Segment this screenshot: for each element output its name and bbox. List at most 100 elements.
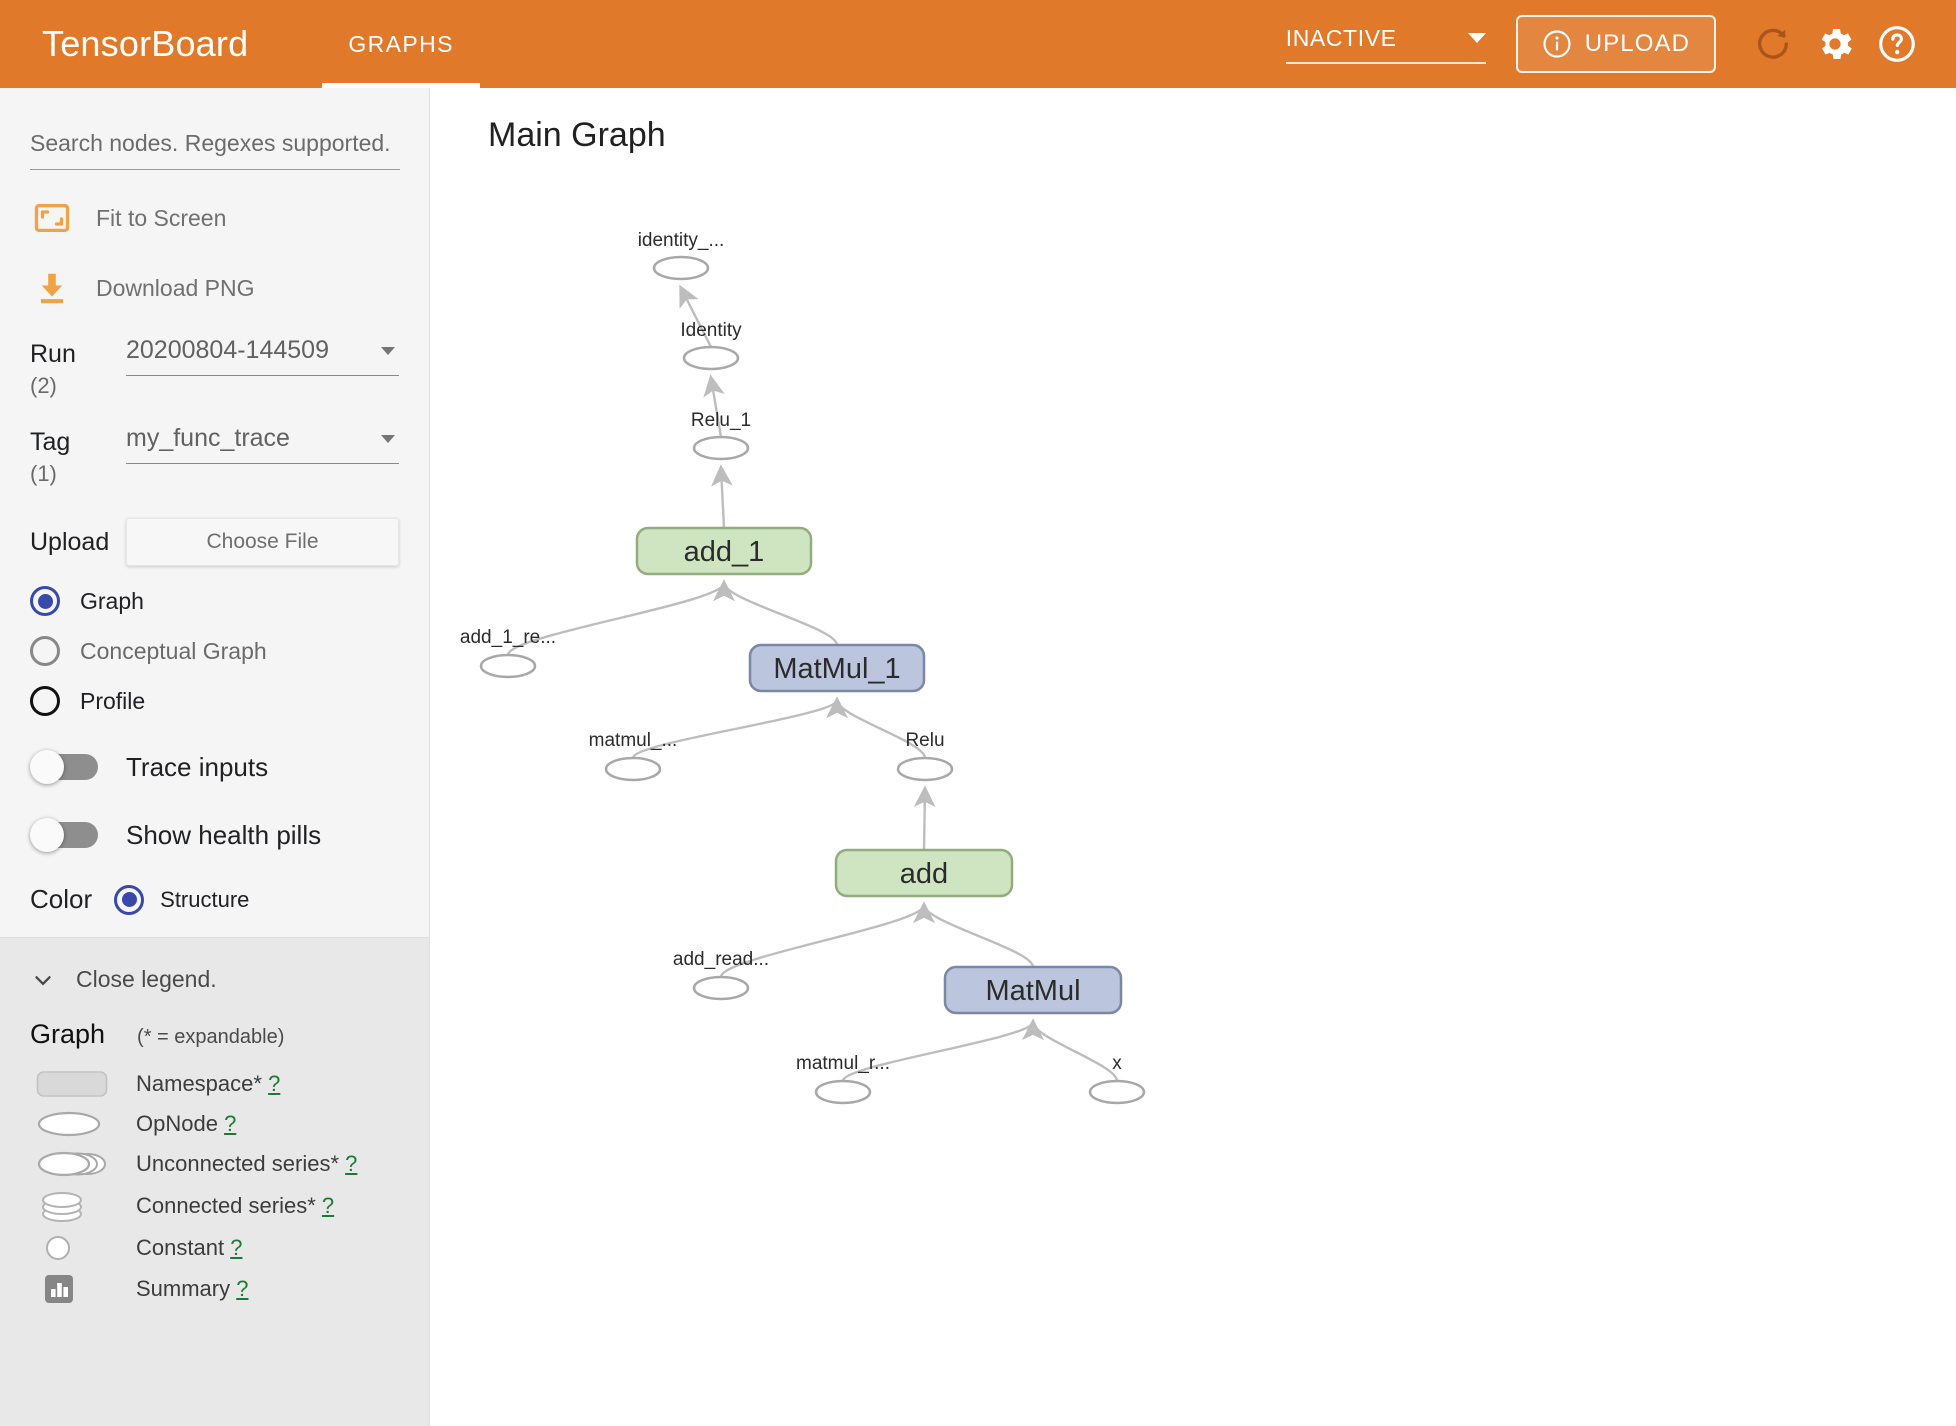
help-link[interactable]: ? <box>236 1276 249 1302</box>
legend-item-unconnected-series: Unconnected series* ? <box>30 1148 399 1180</box>
search-input[interactable] <box>30 124 400 170</box>
legend-item-constant: Constant ? <box>30 1232 399 1264</box>
chevron-down-icon <box>381 434 395 443</box>
help-link[interactable]: ? <box>268 1071 281 1097</box>
graph-node-label: MatMul <box>985 975 1080 1007</box>
help-link[interactable]: ? <box>321 1193 335 1219</box>
graph-edge <box>679 284 713 348</box>
legend-item-label: Constant ? <box>136 1235 243 1261</box>
graph-node[interactable]: x <box>1088 1053 1146 1105</box>
graph-edge <box>703 374 725 438</box>
legend-panel: Close legend. Graph (* = expandable) Nam… <box>0 938 429 1426</box>
graph-node[interactable]: matmul_... <box>589 730 678 782</box>
run-label: Run (2) <box>30 336 126 398</box>
page-title: Main Graph <box>488 116 666 154</box>
graph-edge <box>711 464 733 529</box>
graph-node[interactable]: MatMul <box>943 965 1123 1015</box>
radio-conceptual-graph[interactable]: Conceptual Graph <box>30 636 399 667</box>
tag-label: Tag (1) <box>30 424 126 486</box>
graph-node-label: Relu_1 <box>691 410 751 431</box>
radio-graph[interactable]: Graph <box>30 586 399 617</box>
status-dropdown-value: INACTIVE <box>1285 24 1397 51</box>
graph-node-label: identity_... <box>638 230 725 251</box>
color-row: Color Structure <box>30 884 399 937</box>
run-row: Run (2) 20200804-144509 <box>30 336 399 398</box>
run-count: (2) <box>30 372 57 398</box>
opnode-glyph-icon <box>30 1108 136 1140</box>
graph-node[interactable]: Identity <box>680 320 742 371</box>
graph-node[interactable]: Relu <box>896 730 954 782</box>
toggle-trace-inputs[interactable]: Trace inputs <box>30 750 399 785</box>
graph-node[interactable]: add_read... <box>673 949 769 1001</box>
legend-item-label: OpNode ? <box>136 1111 237 1137</box>
fit-to-screen-action[interactable]: Fit to Screen <box>30 196 399 240</box>
download-png-action[interactable]: Download PNG <box>30 266 399 310</box>
chevron-down-icon <box>1467 33 1486 43</box>
graph-edge <box>913 785 936 851</box>
help-link[interactable]: ? <box>224 1111 237 1137</box>
search-row <box>30 88 400 170</box>
color-label: Color <box>30 884 93 915</box>
legend-item-connected-series: Connected series* ? <box>30 1188 399 1224</box>
legend-item-namespace: Namespace* ? <box>30 1068 399 1100</box>
legend-heading-note: (* = expandable) <box>137 1026 285 1049</box>
graph-node-label: matmul_r... <box>796 1053 890 1074</box>
radio-graph-label: Graph <box>80 587 144 614</box>
radio-conceptual-graph-label: Conceptual Graph <box>80 637 267 664</box>
status-dropdown[interactable]: INACTIVE <box>1285 24 1486 64</box>
summary-glyph-icon <box>30 1272 136 1306</box>
run-select[interactable]: 20200804-144509 <box>126 336 399 376</box>
app-brand: TensorBoard <box>42 23 249 64</box>
tag-select[interactable]: my_func_trace <box>126 424 399 465</box>
refresh-icon[interactable] <box>1742 13 1804 75</box>
legend-item-summary: Summary ? <box>30 1272 399 1306</box>
toggle-show-health-pills[interactable]: Show health pills <box>30 818 399 853</box>
graph-node[interactable]: matmul_r... <box>796 1053 890 1105</box>
trace-inputs-switch[interactable] <box>30 750 102 785</box>
connected-series-glyph-icon <box>30 1188 136 1224</box>
help-icon[interactable] <box>1866 13 1928 75</box>
gear-icon[interactable] <box>1804 13 1866 75</box>
trace-inputs-label: Trace inputs <box>126 751 269 782</box>
graph-edge <box>1022 1018 1119 1082</box>
graph-edges <box>506 284 1119 1082</box>
radio-profile[interactable]: Profile <box>30 686 399 717</box>
graph-node-label: Relu <box>905 730 944 751</box>
legend-heading-row: Graph (* = expandable) <box>30 1019 399 1050</box>
tag-value: my_func_trace <box>126 424 290 453</box>
legend-item-label: Connected series* ? <box>136 1193 335 1219</box>
close-legend-button[interactable]: Close legend. <box>30 966 399 993</box>
graph-node-label: Identity <box>680 320 742 341</box>
chevron-down-icon <box>381 346 395 355</box>
graph-node[interactable]: MatMul_1 <box>748 643 926 693</box>
legend-item-opnode: OpNode ? <box>30 1108 399 1140</box>
legend-item-label: Unconnected series* ? <box>136 1151 358 1177</box>
show-health-pills-switch[interactable] <box>30 818 102 853</box>
graph-node[interactable]: identity_... <box>638 230 725 281</box>
help-link[interactable]: ? <box>345 1151 358 1177</box>
upload-button-label: UPLOAD <box>1584 30 1690 57</box>
upload-row: Upload Choose File <box>30 518 399 567</box>
legend-item-label: Namespace* ? <box>136 1071 281 1097</box>
unconnected-series-glyph-icon <box>30 1148 136 1180</box>
graph-node-label: add_read... <box>673 949 769 970</box>
graph-node[interactable]: Relu_1 <box>691 410 751 461</box>
legend-item-label: Summary ? <box>136 1276 249 1302</box>
close-legend-label: Close legend. <box>76 966 217 993</box>
radio-profile-indicator <box>30 686 60 717</box>
graph-node[interactable]: add <box>834 848 1014 898</box>
upload-button[interactable]: UPLOAD <box>1515 15 1716 73</box>
graph-node-label: add_1 <box>684 536 765 568</box>
radio-structure-indicator[interactable] <box>114 884 145 915</box>
show-health-pills-label: Show health pills <box>126 819 322 850</box>
choose-file-button[interactable]: Choose File <box>126 518 399 567</box>
constant-glyph-icon <box>30 1232 136 1264</box>
graph-node[interactable]: add_1_re... <box>460 627 556 679</box>
help-link[interactable]: ? <box>230 1235 243 1261</box>
sidebar-divider <box>0 937 429 939</box>
app-header: TensorBoard GRAPHS INACTIVE UPLOAD <box>0 0 1956 88</box>
graph-node[interactable]: add_1 <box>635 526 813 576</box>
graph-node-label: add_1_re... <box>460 627 556 648</box>
tab-graphs[interactable]: GRAPHS <box>322 0 480 88</box>
